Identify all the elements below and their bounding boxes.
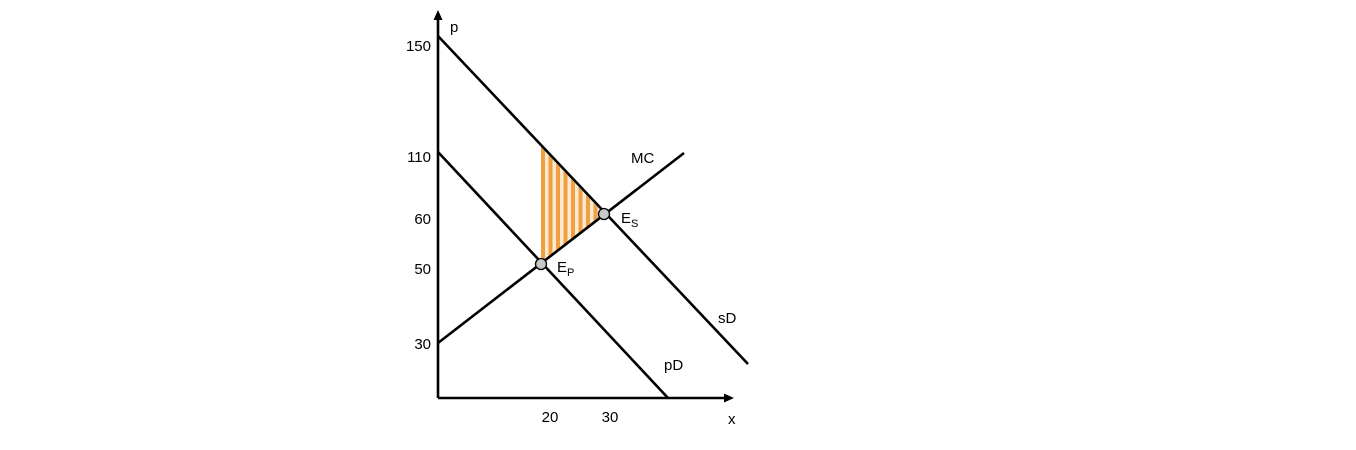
x-tick-label: 30: [602, 409, 619, 426]
y-tick-label: 50: [414, 261, 431, 278]
es-point: [597, 207, 611, 221]
y-tick-label: 110: [407, 149, 431, 166]
x-axis-label: x: [728, 411, 736, 428]
mc-label: MC: [631, 150, 654, 167]
es-label: ES: [621, 210, 638, 230]
ep-label-main: E: [557, 259, 567, 276]
mc-curve: [437, 151, 685, 345]
pd-label: pD: [664, 357, 683, 374]
pd-curve: [437, 151, 669, 399]
y-tick-label: 30: [414, 336, 431, 353]
x-axis-arrowhead: [724, 393, 734, 403]
y-tick-label: 60: [414, 211, 431, 228]
y-axis-label: p: [450, 19, 458, 36]
y-axis-arrowhead: [433, 10, 443, 20]
sd-curve: [437, 35, 749, 365]
es-label-main: E: [621, 210, 631, 227]
x-tick-label: 20: [542, 409, 559, 426]
y-tick-label: 150: [406, 38, 431, 55]
ep-label: EP: [557, 259, 574, 279]
sd-label: sD: [718, 310, 737, 327]
ep-point: [534, 257, 548, 271]
ep-label-sub: P: [567, 267, 574, 279]
deadweight-loss-area: [541, 147, 604, 264]
es-label-sub: S: [631, 218, 638, 230]
